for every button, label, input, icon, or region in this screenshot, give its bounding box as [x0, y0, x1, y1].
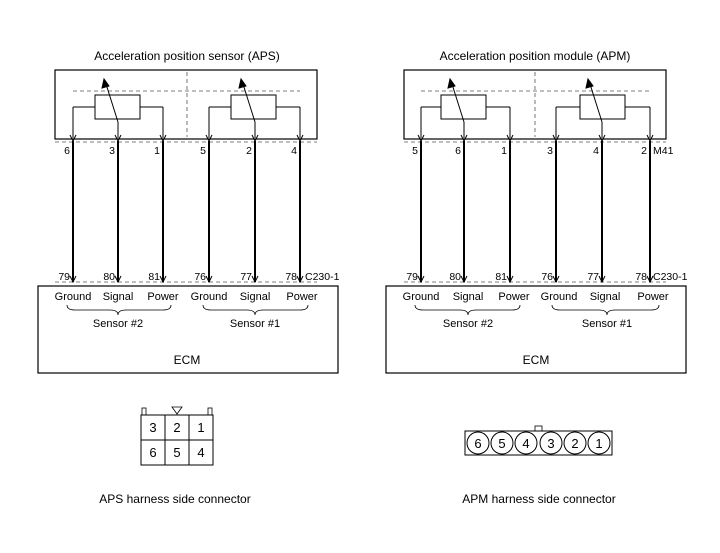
apm-harness-connector: 6 5 4 3 2 1 [464, 425, 613, 456]
apm-diagram: Acceleration position module (APM) [385, 49, 688, 506]
apm-ecm-pin: 79 [406, 271, 418, 283]
aps-function-label: Power [147, 291, 179, 303]
apm-sensor-pin: 1 [501, 145, 507, 157]
apm-connector-pin: 5 [498, 436, 505, 451]
apm-sensor2-potentiometer [420, 77, 511, 138]
aps-connector-pin: 5 [173, 445, 180, 460]
aps-sensor-pin: 2 [246, 145, 252, 157]
apm-connector-pin: 1 [595, 436, 602, 451]
apm-ecm-pin: 80 [449, 271, 461, 283]
aps-diagram: Acceleration position sensor (APS) [37, 49, 340, 506]
aps-function-label: Ground [191, 291, 228, 303]
apm-sensor2-brace [414, 304, 521, 316]
aps-sensor1-potentiometer [208, 77, 301, 138]
apm-sensor-pin: 5 [412, 145, 418, 157]
apm-connector-pin: 6 [474, 436, 481, 451]
aps-sensor-pin: 3 [109, 145, 115, 157]
apm-wires [420, 141, 651, 282]
aps-ecm-connector-label: C230-1 [305, 271, 340, 283]
apm-sensor1-brace [551, 304, 660, 316]
aps-sensor-pin: 1 [154, 145, 160, 157]
apm-ecm-label: ECM [523, 353, 550, 367]
aps-wires [72, 141, 301, 282]
apm-sensor-box [403, 69, 667, 140]
apm-ecm-connector-label: C230-1 [653, 271, 688, 283]
aps-ecm-pin: 80 [103, 271, 115, 283]
apm-sensor-pin: 3 [547, 145, 553, 157]
apm-function-label: Ground [403, 291, 440, 303]
aps-ecm-pin: 79 [58, 271, 70, 283]
apm-connector-pin: 3 [547, 436, 554, 451]
apm-ecm-pin: 76 [541, 271, 553, 283]
connector-key-icon [171, 406, 183, 415]
aps-sensor-box [54, 69, 318, 140]
aps-function-label: Power [286, 291, 318, 303]
apm-title: Acceleration position module (APM) [440, 49, 631, 63]
apm-sensor1-potentiometer [555, 77, 651, 138]
apm-connector-pin: 2 [571, 436, 578, 451]
aps-ecm-box [37, 285, 339, 374]
apm-sensor-connector-label: M41 [653, 145, 674, 157]
aps-ecm-pin: 78 [285, 271, 297, 283]
apm-function-label: Power [498, 291, 530, 303]
aps-sensor-pin: 5 [200, 145, 206, 157]
aps-connector-pin: 3 [149, 420, 156, 435]
aps-ecm-pin: 77 [240, 271, 252, 283]
aps-title: Acceleration position sensor (APS) [94, 49, 279, 63]
apm-connector-caption: APM harness side connector [462, 492, 615, 506]
aps-ecm-pin: 81 [148, 271, 160, 283]
apm-function-label: Signal [590, 291, 621, 303]
apm-sensor-pin: 4 [593, 145, 599, 157]
aps-connector-pin: 1 [197, 420, 204, 435]
aps-ecm-pin: 76 [194, 271, 206, 283]
aps-function-label: Ground [55, 291, 92, 303]
apm-function-label: Signal [453, 291, 484, 303]
apm-connector-pin: 4 [522, 436, 529, 451]
aps-function-label: Signal [103, 291, 134, 303]
aps-connector-pin: 2 [173, 420, 180, 435]
apm-sensor-pin: 2 [641, 145, 647, 157]
aps-sensor1-brace [202, 304, 309, 316]
apm-ecm-box [385, 285, 687, 374]
apm-ecm-pin: 78 [635, 271, 647, 283]
aps-group-label: Sensor #1 [230, 318, 280, 330]
apm-group-label: Sensor #1 [582, 318, 632, 330]
aps-group-label: Sensor #2 [93, 318, 143, 330]
apm-sensor-pin: 6 [455, 145, 461, 157]
aps-function-label: Signal [240, 291, 271, 303]
apm-function-label: Power [637, 291, 669, 303]
apm-group-label: Sensor #2 [443, 318, 493, 330]
aps-harness-connector: 3 2 1 6 5 4 [140, 406, 214, 466]
aps-connector-pin: 6 [149, 445, 156, 460]
apm-function-label: Ground [541, 291, 578, 303]
aps-sensor-pin: 6 [64, 145, 70, 157]
aps-connector-caption: APS harness side connector [99, 492, 250, 506]
aps-sensor-pin: 4 [291, 145, 297, 157]
aps-ecm-label: ECM [174, 353, 201, 367]
aps-sensor2-brace [66, 304, 172, 316]
aps-connector-pin: 4 [197, 445, 204, 460]
apm-ecm-pin: 77 [587, 271, 599, 283]
aps-sensor2-potentiometer [72, 77, 164, 138]
apm-ecm-pin: 81 [495, 271, 507, 283]
